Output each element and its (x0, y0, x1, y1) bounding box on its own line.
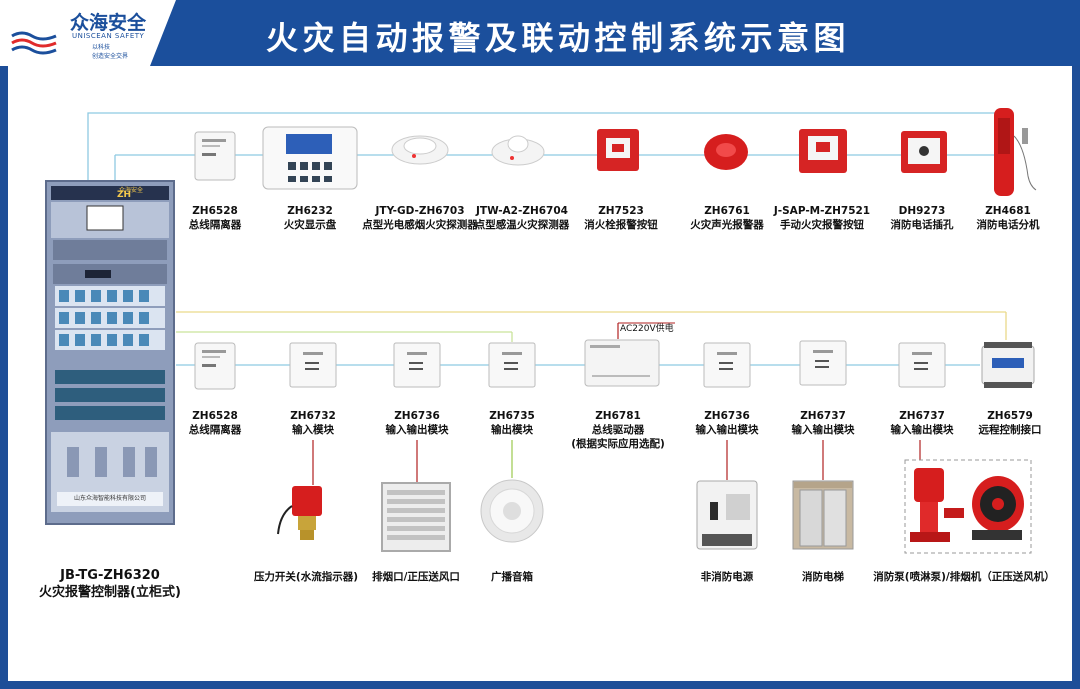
io-module-icon (703, 342, 751, 388)
power-label: AC220V供电 (620, 324, 674, 334)
input-module-icon (289, 342, 337, 388)
elevator-icon (792, 480, 854, 550)
pressure-switch-icon (277, 486, 322, 540)
top-bus-line (87, 112, 1000, 180)
wave-logo-icon (11, 31, 57, 55)
linked-device-label: 压力开关(水流指示器) (253, 571, 359, 583)
io-module-icon (898, 342, 946, 388)
cabinet-brand-text: 众海安全 (119, 187, 144, 194)
heat-detector-icon (491, 135, 545, 166)
linked-device-label: 非消防电源 (700, 571, 754, 583)
logo-brand-en: UNISCEAN SAFETY (72, 32, 145, 40)
cabinet-icon: ZH (47, 182, 173, 523)
header-bar: 众海安全 UNISCEAN SAFETY 以科技 创造安全交界 火灾自动报警及联… (0, 0, 1080, 66)
isolator-icon (194, 342, 236, 390)
logo-brand-cn: 众海安全 (70, 12, 147, 34)
logo-slogan-2: 创造安全交界 (92, 53, 129, 60)
io-module-icon (799, 340, 847, 386)
controller-cabinet: ZH 山东众海智能科技有限公司 众海安全 (45, 180, 175, 525)
circuit-breaker-icon (696, 480, 758, 550)
remote-interface-icon (981, 342, 1035, 388)
bus-driver-icon (584, 339, 660, 387)
logo-slogan-1: 以科技 (92, 44, 111, 51)
controller-model: JB-TG-ZH6320 (60, 568, 160, 583)
smoke-detector-icon (391, 135, 449, 165)
manual-call-point-icon (799, 129, 847, 173)
output-module-icon (488, 342, 536, 388)
phone-jack-icon (901, 131, 947, 173)
linked-device-label: 排烟口/正压送风口 (372, 571, 460, 583)
logo: 众海安全 UNISCEAN SAFETY 以科技 创造安全交界 (0, 0, 176, 66)
svg-text:ZH: ZH (117, 190, 131, 200)
linked-device-label: 消防电梯 (802, 571, 844, 583)
linked-device-label: 消防泵(喷淋泵)/排烟机（正压送风机） (873, 571, 1055, 583)
smoke-vent-icon (381, 482, 451, 552)
speaker-icon (480, 479, 544, 543)
controller-name: 火灾报警控制器(立柜式) (39, 585, 181, 600)
cabinet-nameplate: 山东众海智能科技有限公司 (73, 495, 146, 502)
io-module-icon (393, 342, 441, 388)
linked-device-label: 广播音箱 (491, 571, 533, 583)
controller-label: JB-TG-ZH6320 火灾报警控制器(立柜式) (30, 567, 190, 601)
pump-group-box (904, 459, 1032, 554)
page-title: 火灾自动报警及联动控制系统示意图 (266, 19, 851, 57)
sounder-strobe-icon (704, 134, 748, 170)
isolator-icon (194, 131, 236, 181)
hydrant-button-icon (597, 129, 639, 171)
display-panel-icon (262, 126, 358, 190)
pump-fan-icon (910, 468, 1024, 542)
fire-phone-icon (994, 108, 1037, 196)
